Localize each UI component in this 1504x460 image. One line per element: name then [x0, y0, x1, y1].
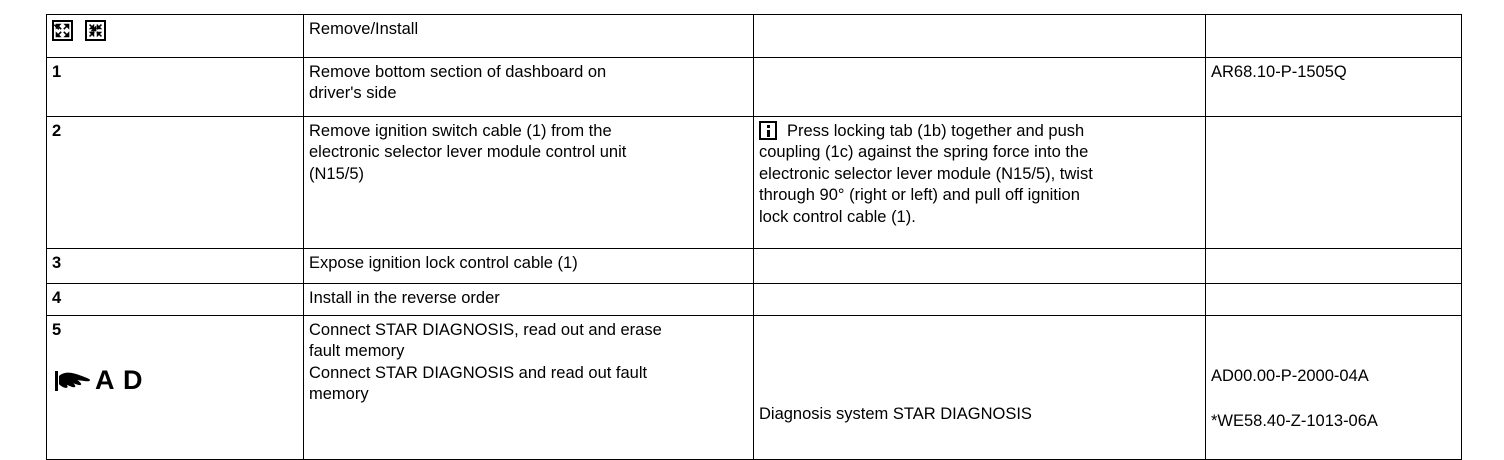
reference-code: *WE58.40-Z-1013-06A	[1211, 412, 1378, 431]
ad-marker-text: A D	[95, 365, 144, 396]
table-row-header: Remove/Install	[46, 14, 1462, 58]
table-row: 3 Expose ignition lock control cable (1)	[46, 248, 1462, 284]
reference-code: AR68.10-P-1505Q	[1211, 63, 1347, 81]
pointing-hand-icon	[54, 368, 94, 394]
reference-cell: AD00.00-P-2000-04A *WE58.40-Z-1013-06A	[1205, 315, 1462, 460]
note-cell: Diagnosis system STAR DIAGNOSIS	[753, 315, 1206, 460]
note-cell: Press locking tab (1b) together and push…	[753, 116, 1206, 249]
table-row: 2 Remove ignition switch cable (1) from …	[46, 116, 1462, 249]
operation-line: fault memory	[309, 342, 405, 361]
operation-line: Install in the reverse order	[309, 289, 500, 307]
step-number-cell: 5 A D	[46, 315, 304, 460]
table-row: 5 A D Conn	[46, 315, 1462, 460]
operation-cell: Connect STAR DIAGNOSIS, read out and era…	[303, 315, 754, 460]
step-number-cell: 1	[46, 57, 304, 117]
work-procedure-table: Remove/Install 1 Remove bottom section o…	[46, 14, 1462, 460]
operation-line: driver's side	[309, 84, 397, 103]
operation-line: Remove ignition switch cable (1) from th…	[309, 122, 612, 140]
note-line: lock control cable (1).	[759, 207, 916, 226]
step-number: 3	[52, 254, 62, 272]
operation-line: Remove bottom section of dashboard on	[309, 63, 607, 81]
step-number: 2	[52, 122, 62, 140]
note-line: Press locking tab (1b) together and push	[787, 122, 1085, 140]
operation-line: memory	[309, 385, 369, 404]
operation-cell: Install in the reverse order	[303, 283, 754, 316]
step-number-cell: 3	[46, 248, 304, 284]
step-number: 5	[52, 321, 62, 339]
operation-line: electronic selector lever module control…	[309, 143, 627, 162]
info-icon	[759, 121, 777, 140]
operation-line: Connect STAR DIAGNOSIS and read out faul…	[309, 363, 648, 382]
header-note-cell	[753, 14, 1206, 58]
header-operation-text: Remove/Install	[309, 20, 419, 38]
expand-icon[interactable]	[52, 20, 73, 41]
operation-line: (N15/5)	[309, 164, 365, 183]
note-line: through 90° (right or left) and pull off…	[759, 186, 1080, 205]
reference-cell	[1205, 283, 1462, 316]
header-operation-cell: Remove/Install	[303, 14, 754, 58]
step-number-cell: 2	[46, 116, 304, 249]
table-row: 4 Install in the reverse order	[46, 283, 1462, 316]
operation-cell: Remove bottom section of dashboard on dr…	[303, 57, 754, 117]
note-cell	[753, 57, 1206, 117]
operation-line: Connect STAR DIAGNOSIS, read out and era…	[309, 321, 662, 339]
collapse-icon[interactable]	[85, 20, 106, 41]
header-reference-cell	[1205, 14, 1462, 58]
reference-cell	[1205, 248, 1462, 284]
step-number: 1	[52, 63, 62, 81]
header-icon-cell	[46, 14, 304, 58]
note-cell	[753, 248, 1206, 284]
icon-group	[52, 20, 297, 41]
step-number: 4	[52, 289, 62, 307]
reference-cell	[1205, 116, 1462, 249]
note-cell	[753, 283, 1206, 316]
reference-cell: AR68.10-P-1505Q	[1205, 57, 1462, 117]
table-row: 1 Remove bottom section of dashboard on …	[46, 57, 1462, 117]
note-line: coupling (1c) against the spring force i…	[759, 143, 1089, 162]
reference-code: AD00.00-P-2000-04A	[1211, 367, 1369, 385]
ad-marker: A D	[54, 367, 297, 394]
operation-cell: Expose ignition lock control cable (1)	[303, 248, 754, 284]
operation-line: Expose ignition lock control cable (1)	[309, 254, 578, 272]
step-number-cell: 4	[46, 283, 304, 316]
operation-cell: Remove ignition switch cable (1) from th…	[303, 116, 754, 249]
note-line: Diagnosis system STAR DIAGNOSIS	[759, 405, 1032, 423]
note-line: electronic selector lever module (N15/5)…	[759, 164, 1093, 183]
